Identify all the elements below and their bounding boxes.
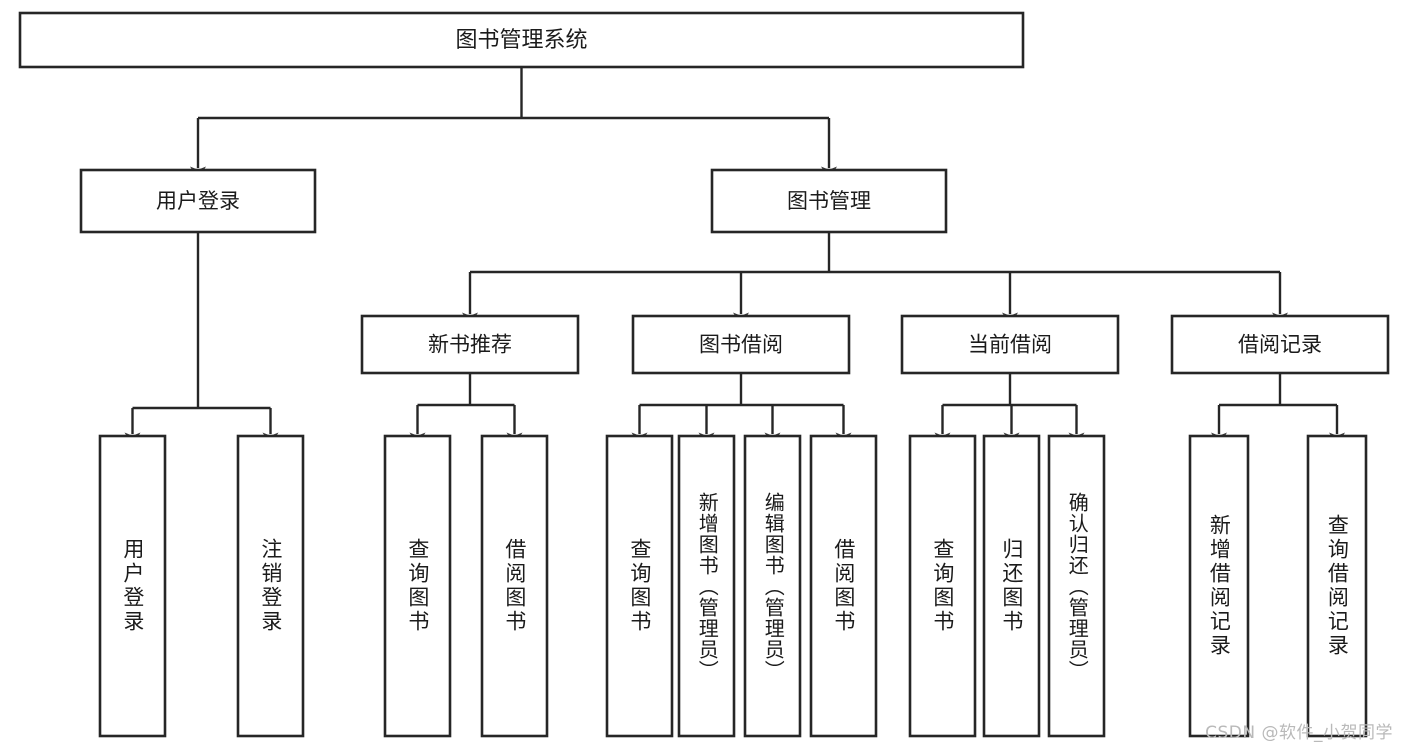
node-box[interactable] [743, 434, 802, 738]
node-book-manage[interactable]: 图书管理 [710, 168, 948, 234]
node-box[interactable] [809, 434, 878, 738]
node-box[interactable] [605, 434, 674, 738]
node-label: 图书管理系统 [455, 28, 587, 53]
node-leaf-query-book-borrow[interactable] [605, 434, 674, 738]
node-leaf-user-login[interactable] [98, 434, 167, 738]
node-box[interactable] [1188, 434, 1250, 738]
node-label: 用户登录 [156, 189, 240, 213]
node-box[interactable] [79, 168, 317, 234]
csdn-watermark: CSDN @软件_小贺同学 [1205, 723, 1393, 743]
node-box[interactable] [360, 314, 580, 375]
node-leaf-borrow-book-new[interactable] [480, 434, 549, 738]
node-box[interactable] [908, 434, 977, 738]
node-box[interactable] [98, 434, 167, 738]
node-leaf-add-borrow-record[interactable] [1188, 434, 1250, 738]
node-box[interactable] [383, 434, 452, 738]
node-box[interactable] [677, 434, 736, 738]
node-box[interactable] [1047, 434, 1106, 738]
node-leaf-edit-book-admin[interactable] [743, 434, 802, 738]
node-label: 新书推荐 [428, 333, 512, 357]
node-leaf-query-borrow-record[interactable] [1306, 434, 1368, 738]
node-box[interactable] [710, 168, 948, 234]
node-leaf-return-book[interactable] [982, 434, 1041, 738]
node-leaf-user-logout[interactable] [236, 434, 305, 738]
node-label: 图书管理 [787, 189, 871, 213]
node-label: 借阅记录 [1238, 333, 1322, 357]
node-leaf-borrow-book[interactable] [809, 434, 878, 738]
node-user-login[interactable]: 用户登录 [79, 168, 317, 234]
node-box[interactable] [900, 314, 1120, 375]
node-leaf-add-book-admin[interactable] [677, 434, 736, 738]
node-label: 图书借阅 [699, 333, 783, 357]
connector-lines [124, 67, 1345, 446]
node-box[interactable] [631, 314, 851, 375]
node-box[interactable] [236, 434, 305, 738]
node-box[interactable] [480, 434, 549, 738]
node-label: 当前借阅 [968, 333, 1052, 357]
node-leaf-query-book-current[interactable] [908, 434, 977, 738]
node-box[interactable] [982, 434, 1041, 738]
node-box[interactable] [18, 11, 1025, 69]
node-borrow-record[interactable]: 借阅记录 [1170, 314, 1390, 375]
node-box[interactable] [1306, 434, 1368, 738]
node-box[interactable] [1170, 314, 1390, 375]
node-book-borrow[interactable]: 图书借阅 [631, 314, 851, 375]
node-root[interactable]: 图书管理系统 [18, 11, 1025, 69]
node-leaf-confirm-return-admin[interactable] [1047, 434, 1106, 738]
node-new-book-recommend[interactable]: 新书推荐 [360, 314, 580, 375]
node-leaf-query-book-new[interactable] [383, 434, 452, 738]
node-current-borrow[interactable]: 当前借阅 [900, 314, 1120, 375]
